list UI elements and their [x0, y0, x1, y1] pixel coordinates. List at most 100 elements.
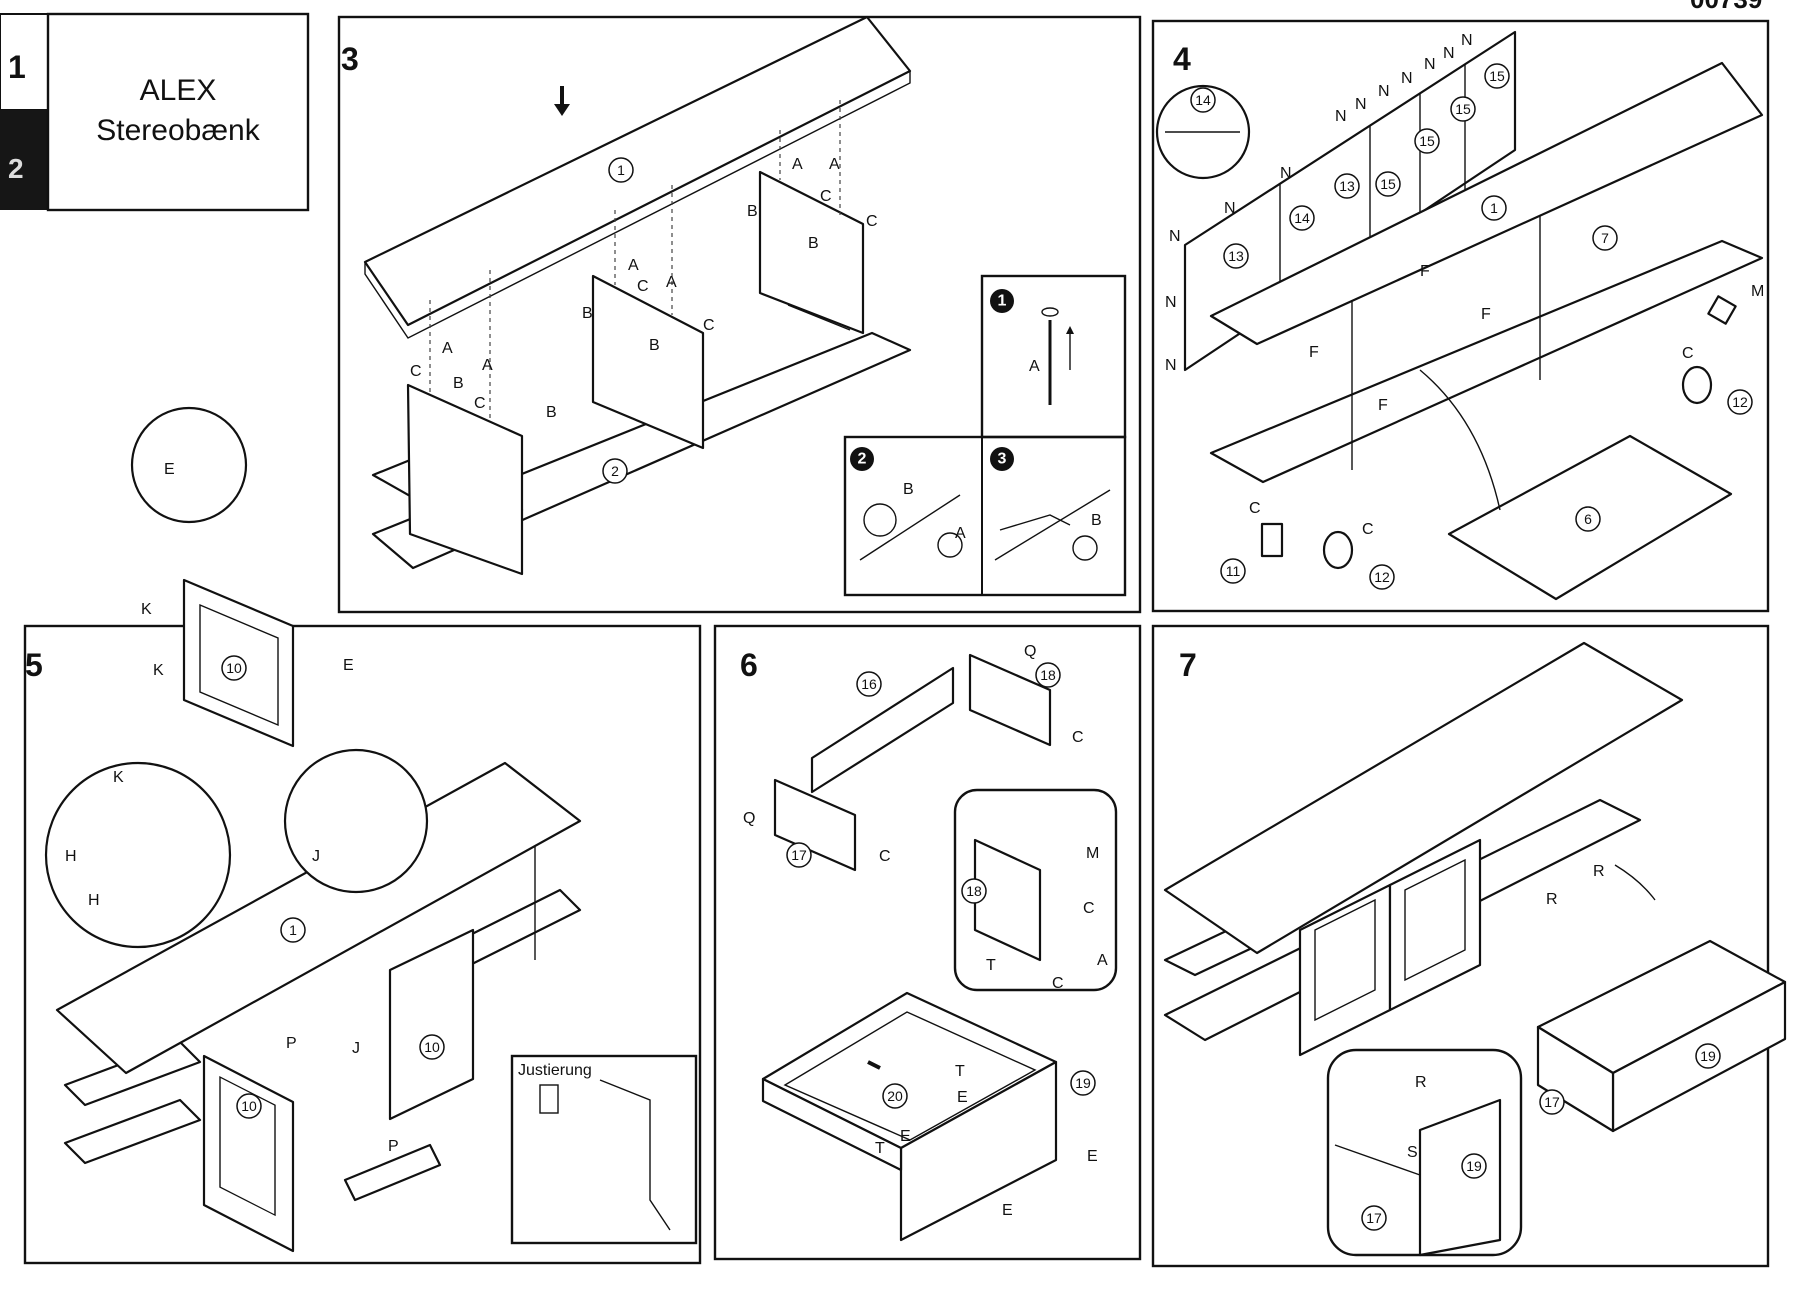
hardware-label: B — [546, 404, 557, 421]
part-number: 16 — [861, 676, 877, 692]
hardware-label: C — [637, 278, 649, 295]
hardware-label: N — [1224, 200, 1236, 217]
substep-hardware-label: B — [1091, 512, 1102, 529]
hardware-label: C — [474, 395, 486, 412]
hardware-label: F — [1309, 344, 1319, 361]
part-number-circle — [1592, 225, 1618, 251]
step4-panel — [1151, 19, 1770, 613]
adjust-vertical-icon — [539, 1084, 559, 1114]
part-number: 11 — [1226, 563, 1241, 579]
hardware-label: B — [582, 305, 593, 322]
adjustment-inset — [510, 1054, 698, 1245]
part-number: 13 — [1228, 248, 1244, 264]
substep-number: 2 — [858, 451, 867, 468]
product-name: ALEX — [140, 74, 217, 107]
hardware-label: B — [808, 235, 819, 252]
drawer-side-17 — [773, 778, 857, 872]
step3-number: 3 — [341, 41, 359, 77]
part-number: 15 — [1419, 133, 1435, 149]
hardware-label: P — [388, 1138, 399, 1155]
hardware-label: T — [955, 1063, 965, 1080]
part-number-circle — [1035, 662, 1061, 688]
hardware-label: S — [1407, 1144, 1418, 1161]
part-number: 12 — [1732, 394, 1748, 410]
hardware-label: N — [1461, 32, 1473, 49]
hardware-label: C — [879, 848, 891, 865]
hardware-label: E — [164, 461, 175, 478]
drawer-front-19 — [899, 1060, 1058, 1242]
header-block: 1 2 ALEX Stereobænk 00739 — [0, 0, 1762, 212]
hardware-label: A — [628, 257, 639, 274]
hardware-label: B — [649, 337, 660, 354]
part-number: 15 — [1455, 101, 1471, 117]
substep-hardware-label: A — [1029, 358, 1040, 375]
foot-11 — [1260, 522, 1284, 558]
step6-panel — [713, 624, 1142, 1261]
part-number: 19 — [1700, 1048, 1716, 1064]
active-step-number: 2 — [8, 153, 24, 184]
step3-panel — [337, 15, 1142, 614]
screwdriver-icon — [994, 489, 1111, 561]
hardware-label: A — [1097, 952, 1108, 969]
part-number: 7 — [1601, 230, 1609, 246]
part-number: 14 — [1294, 210, 1310, 226]
part-number: 18 — [966, 883, 982, 899]
side-panel-right — [758, 170, 865, 335]
hardware-label: F — [1378, 397, 1388, 414]
part-number-circle — [1375, 171, 1401, 197]
part-number: 10 — [424, 1039, 440, 1055]
part-number-circle — [221, 655, 247, 681]
product-type: Stereobænk — [96, 114, 260, 147]
door-left — [202, 1054, 295, 1253]
step7-panel — [1151, 624, 1770, 1268]
hardware-label: C — [1083, 900, 1095, 917]
part-number-circle — [236, 1093, 262, 1119]
hardware-label: P — [286, 1035, 297, 1052]
part-number-circle — [1484, 63, 1510, 89]
substep-hardware-label: B — [903, 481, 914, 498]
back-panel-grid — [1183, 30, 1517, 372]
hardware-label: M — [1086, 845, 1099, 862]
hardware-label: C — [1249, 500, 1261, 517]
part-number-circle — [1539, 1089, 1565, 1115]
hardware-label: K — [113, 769, 124, 786]
hardware-label: Q — [1024, 643, 1036, 660]
hardware-label: H — [65, 848, 77, 865]
hardware-label: C — [1362, 521, 1374, 538]
hardware-label: N — [1443, 45, 1455, 62]
substep-badge — [990, 289, 1014, 313]
part-number: 15 — [1380, 176, 1396, 192]
part-number: 13 — [1339, 178, 1355, 194]
hardware-label: R — [1415, 1074, 1427, 1091]
part-number-circle — [419, 1034, 445, 1060]
hardware-label: A — [666, 274, 677, 291]
hardware-label: Q — [743, 810, 755, 827]
drawer-back-16 — [810, 666, 955, 794]
hardware-label: R — [1593, 863, 1605, 880]
part-number: 17 — [1366, 1210, 1382, 1226]
part-number-circle — [1461, 1153, 1487, 1179]
hardware-label: B — [453, 375, 464, 392]
part-number-circle — [856, 671, 882, 697]
hardware-label: K — [141, 601, 152, 618]
part-number: 17 — [791, 847, 807, 863]
part-number-circle — [1575, 506, 1601, 532]
hardware-label: C — [1682, 345, 1694, 362]
part-number: 1 — [289, 922, 297, 938]
part-number-circle — [602, 458, 628, 484]
hinge-detail-circle — [44, 761, 232, 949]
hardware-label: E — [957, 1089, 968, 1106]
drawer-side-18 — [968, 653, 1052, 747]
part-number-circle — [1414, 128, 1440, 154]
part-number-circle — [608, 157, 634, 183]
hardware-label: C — [703, 317, 715, 334]
hardware-label: E — [1002, 1202, 1013, 1219]
hardware-label: A — [792, 156, 803, 173]
cam-lock-icon — [859, 494, 963, 561]
step7-number: 7 — [1179, 647, 1197, 683]
hardware-label: N — [1424, 56, 1436, 73]
part-number-circle — [1481, 195, 1507, 221]
part-number: 10 — [226, 660, 242, 676]
